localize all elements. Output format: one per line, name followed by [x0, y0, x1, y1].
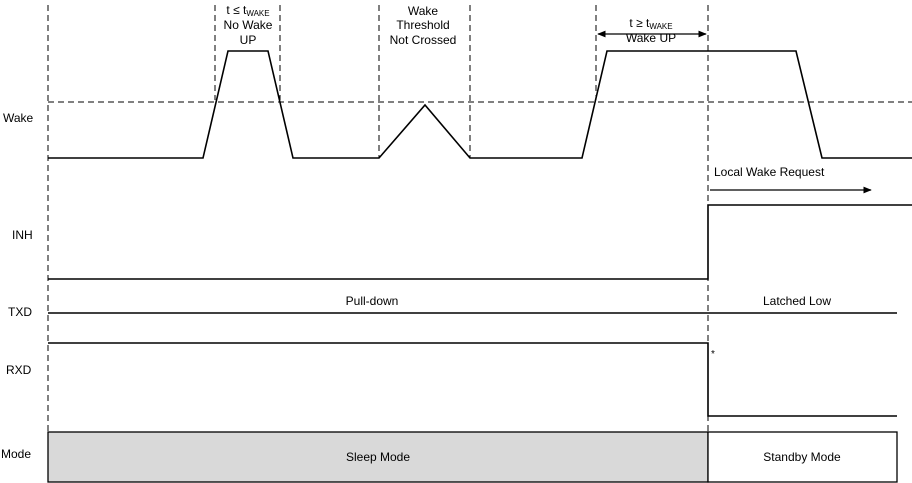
inh-signal-label: INH [12, 228, 33, 242]
guide-lines [47, 5, 709, 432]
sleep-mode-box [47, 431, 709, 483]
standby-mode-label: Standby Mode [763, 450, 841, 464]
no-wake-label-line2: No Wake [224, 18, 273, 32]
standby-mode-box [707, 431, 898, 483]
txd-pull-down-label: Pull-down [346, 294, 399, 308]
threshold-note-line2: Threshold [396, 18, 449, 32]
inh-waveform [48, 204, 912, 280]
wake-up-condition-prefix: t ≥ t [629, 16, 650, 30]
threshold-note-line1: Wake [408, 4, 439, 18]
wake-waveform [48, 50, 912, 159]
wake-up-label: Wake UP [626, 31, 676, 45]
sleep-mode-label: Sleep Mode [346, 450, 410, 464]
rxd-waveform [48, 342, 897, 417]
rxd-footnote-marker: * [711, 349, 715, 360]
txd-latched-low-label: Latched Low [763, 294, 831, 308]
wake-up-condition-subscript: WAKE [649, 22, 672, 31]
no-wake-condition-subscript: WAKE [246, 9, 269, 18]
mode-signal-label: Mode [1, 447, 31, 461]
rxd-signal-label: RXD [6, 363, 32, 377]
no-wake-condition: t ≤ tWAKE [226, 3, 269, 18]
wake-signal-label: Wake [3, 111, 34, 125]
no-wake-condition-prefix: t ≤ t [226, 3, 247, 17]
local-wake-request-label: Local Wake Request [714, 165, 825, 179]
wake-up-condition: t ≥ tWAKE [629, 16, 672, 31]
no-wake-label-line3: UP [240, 33, 257, 47]
waveforms [48, 50, 912, 417]
txd-signal-label: TXD [8, 305, 32, 319]
threshold-note-line3: Not Crossed [390, 33, 457, 47]
